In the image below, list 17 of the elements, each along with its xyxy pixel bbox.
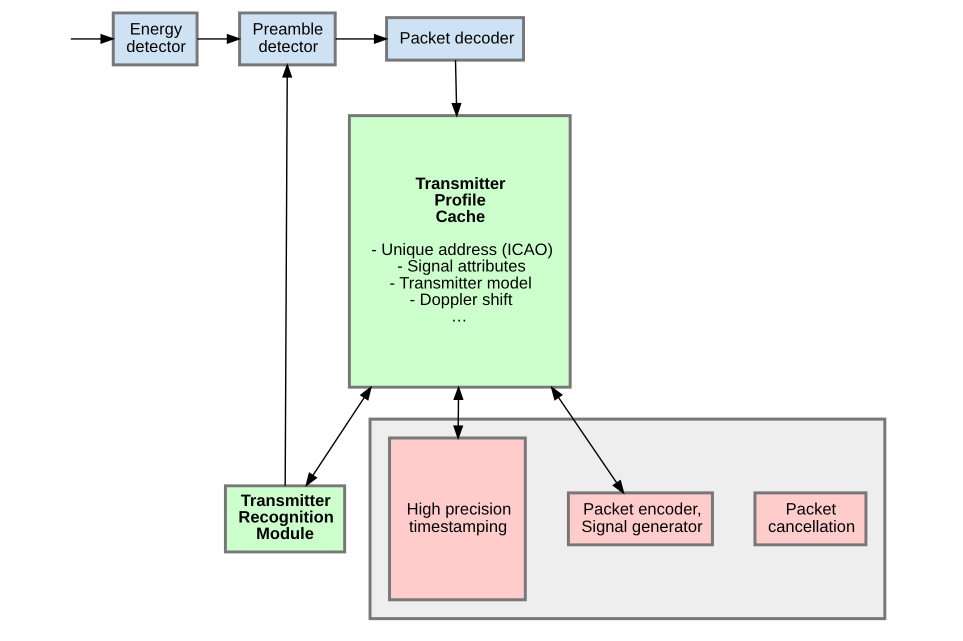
arrow bbox=[450, 60, 462, 118]
arrow bbox=[452, 385, 464, 440]
arrow bbox=[304, 386, 372, 488]
arrow bbox=[197, 34, 241, 44]
node-box: Transmitter Profile Cache - Unique address (ICAO) - Signal attributes - Transmitter model - Doppler shift … bbox=[347, 114, 572, 389]
arrow bbox=[335, 34, 388, 44]
arrow bbox=[550, 386, 624, 495]
node-box: Preamble detector bbox=[238, 11, 336, 66]
arrow bbox=[282, 62, 292, 486]
node-box: Energy detector bbox=[111, 11, 198, 66]
node-box: Transmitter Recognition Module bbox=[223, 484, 346, 554]
node-box: Packet encoder, Signal generator bbox=[566, 491, 714, 546]
arrow bbox=[70, 34, 115, 44]
node-box: Packet cancellation bbox=[752, 491, 867, 546]
node-box: High precision timestamping bbox=[388, 436, 526, 602]
cluster bbox=[368, 418, 886, 620]
node-box: Packet decoder bbox=[384, 16, 524, 62]
